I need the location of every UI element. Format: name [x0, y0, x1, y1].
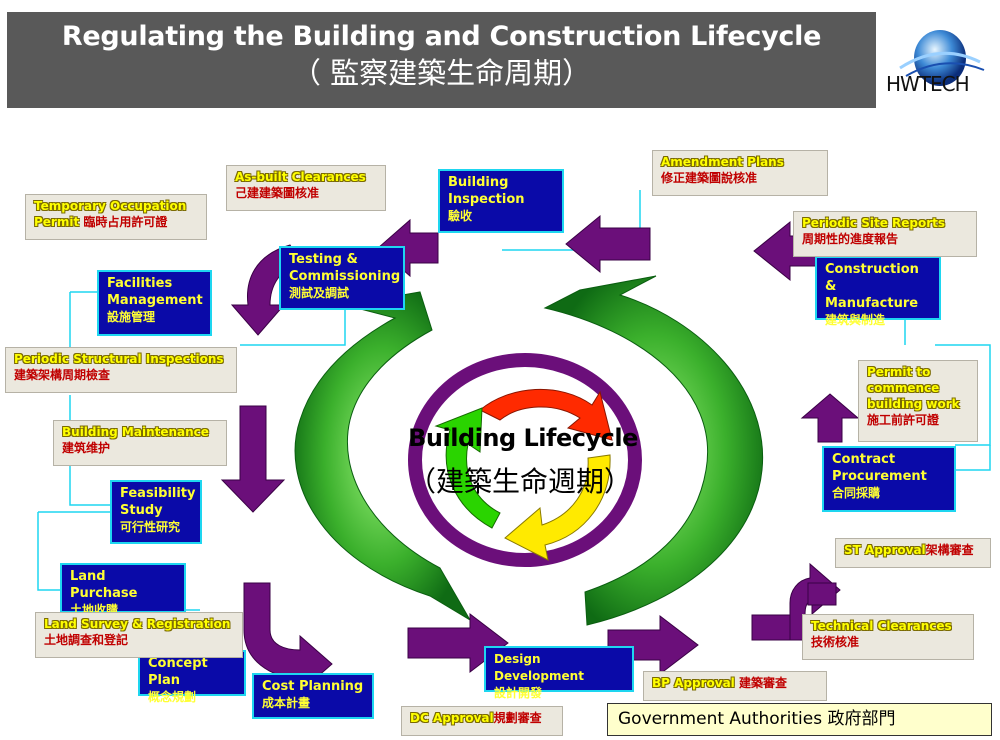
feasibility-label-1: Feasibility	[120, 486, 196, 501]
arrow-to-feasibility	[220, 405, 286, 513]
land-purchase-box: Land Purchase 土地收購	[60, 563, 186, 617]
arrow-technical-base	[807, 582, 837, 606]
cost-planning-box: Cost Planning 成本計畫	[252, 673, 374, 719]
building-inspection-box: Building Inspection 驗收	[438, 169, 564, 233]
dc-approval-box: DC Approval規劃審查	[401, 706, 563, 736]
lifecycle-ring	[408, 353, 642, 567]
periodic-site-label: Periodic Site Reports	[802, 216, 946, 230]
dc-approval-label: DC Approval	[410, 711, 494, 725]
building-inspection-zh: 驗收	[448, 209, 473, 223]
as-built-label: As-built Clearances	[235, 170, 366, 184]
periodic-structural-box: Periodic Structural Inspections 建築架構周期檢查	[5, 347, 237, 393]
title-banner: Regulating the Building and Construction…	[7, 12, 876, 108]
inner-cycle-arrows	[434, 389, 613, 561]
land-survey-label: Land Survey & Registration	[44, 617, 231, 631]
maintenance-label: Building Maintenance	[62, 425, 209, 439]
st-approval-box: ST Approval架構審查	[835, 538, 991, 568]
facilities-zh: 設施管理	[107, 310, 156, 324]
arrow-to-permit	[800, 393, 860, 443]
testing-label-2: Commissioning	[289, 269, 401, 284]
permit-box: Permit to commence building work 施工前許可證	[858, 360, 978, 442]
construction-zh: 建筑與制造	[825, 313, 886, 327]
st-approval-label: ST Approval	[844, 543, 926, 557]
building-maintenance-box: Building Maintenance 建筑维护	[53, 420, 227, 466]
periodic-site-reports-box: Periodic Site Reports 周期性的進度報告	[793, 211, 977, 257]
cost-planning-label: Cost Planning	[262, 679, 364, 694]
amendment-zh: 修正建築圖說核准	[661, 171, 758, 185]
design-development-box: Design Development 設計開發	[484, 646, 634, 700]
as-built-zh: 己建建築圖核准	[235, 186, 320, 200]
globe-icon	[899, 30, 985, 86]
page-title: Regulating the Building and Construction…	[61, 21, 822, 52]
feasibility-label-2: Study	[120, 503, 163, 518]
feasibility-study-box: Feasibility Study 可行性研究	[110, 480, 202, 544]
testing-label-1: Testing &	[289, 252, 358, 267]
facilities-management-box: Facilities Management 設施管理	[97, 270, 212, 336]
technical-clearances-box: Technical Clearances 技術核准	[802, 614, 974, 660]
construction-label-1: Construction &	[825, 262, 919, 294]
maintenance-zh: 建筑维护	[62, 441, 111, 455]
center-subtitle: （建築生命週期）	[407, 465, 632, 498]
concept-plan-zh: 概念規劃	[148, 690, 197, 704]
contract-label-1: Contract	[832, 452, 896, 467]
legend-box: Government Authorities 政府部門	[607, 703, 992, 736]
periodic-struct-label: Periodic Structural Inspections	[14, 352, 224, 366]
bp-approval-zh: 建築審查	[738, 676, 787, 690]
testing-zh: 測試及調試	[289, 286, 350, 300]
amendment-plans-box: Amendment Plans 修正建築圖說核准	[652, 150, 828, 196]
permit-zh: 施工前許可證	[867, 413, 940, 427]
logo-text: HWTECH	[886, 72, 970, 96]
land-survey-box: Land Survey & Registration 土地調查和登記	[35, 612, 243, 658]
st-approval-zh: 架構審查	[925, 543, 974, 557]
center-title: Building Lifecycle	[408, 424, 638, 452]
company-logo: HWTECH	[880, 20, 996, 110]
green-cycle-arrows	[294, 275, 764, 626]
permit-label-2: commence	[867, 381, 940, 395]
arrow-to-inspection	[565, 214, 651, 274]
contract-label-2: Procurement	[832, 469, 927, 484]
building-inspection-label-2: Inspection	[448, 192, 525, 207]
technical-label: Technical Clearances	[811, 619, 952, 633]
building-inspection-label-1: Building	[448, 175, 509, 190]
periodic-struct-zh: 建築架構周期檢查	[14, 368, 111, 382]
design-development-label: Design Development	[494, 652, 584, 683]
temp-occ-label-1: Temporary Occupation	[34, 199, 187, 213]
facilities-label-1: Facilities	[107, 276, 173, 291]
legend-text: Government Authorities 政府部門	[618, 709, 896, 729]
feasibility-zh: 可行性研究	[120, 520, 181, 534]
design-development-zh: 設計開發	[494, 686, 543, 700]
cost-planning-zh: 成本計畫	[262, 696, 311, 710]
technical-zh: 技術核准	[811, 635, 860, 649]
bp-approval-box: BP Approval 建築審查	[643, 671, 827, 701]
contract-zh: 合同採購	[832, 486, 881, 500]
dc-approval-zh: 規劃審查	[493, 711, 542, 725]
testing-commissioning-box: Testing & Commissioning 測試及調試	[279, 246, 405, 310]
temp-occ-zh: 臨時占用許可證	[83, 215, 168, 229]
facilities-label-2: Management	[107, 293, 203, 308]
concept-plan-label: Concept Plan	[148, 656, 208, 688]
bp-approval-label: BP Approval	[652, 676, 739, 690]
land-purchase-label: Land Purchase	[70, 569, 138, 601]
as-built-clearances-box: As-built Clearances 己建建築圖核准	[226, 165, 386, 211]
permit-label-3: building work	[867, 397, 960, 411]
construction-manufacture-box: Construction & Manufacture 建筑與制造	[815, 256, 941, 327]
temporary-occupation-box: Temporary Occupation Permit 臨時占用許可證	[25, 194, 207, 240]
contract-procurement-box: Contract Procurement 合同採購	[822, 446, 956, 512]
land-survey-zh: 土地調查和登記	[44, 633, 129, 647]
temp-occ-label-2: Permit	[34, 215, 80, 229]
permit-label-1: Permit to	[867, 365, 931, 379]
amendment-label: Amendment Plans	[661, 155, 784, 169]
periodic-site-zh: 周期性的進度報告	[802, 232, 899, 246]
page-subtitle: （ 監察建築生命周期）	[291, 56, 592, 90]
construction-label-2: Manufacture	[825, 296, 919, 311]
